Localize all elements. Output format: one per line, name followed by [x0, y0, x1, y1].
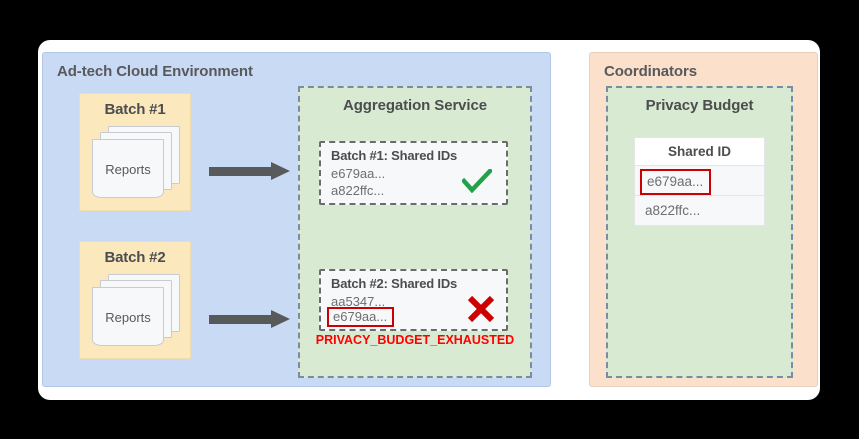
aggregation-service-box: Aggregation Service Batch #1: Shared IDs…: [298, 86, 532, 378]
arrow-shaft: [209, 167, 273, 176]
privacy-budget-table: Shared ID e679aa... a822ffc...: [634, 137, 765, 226]
batch-2-reports-stack: Reports: [92, 274, 180, 346]
diagram-card: Ad-tech Cloud Environment Batch #1 Repor…: [38, 40, 820, 400]
check-icon: [462, 169, 492, 193]
shared-id-value: a822ffc...: [331, 183, 385, 198]
ad-tech-panel-title: Ad-tech Cloud Environment: [57, 63, 253, 80]
x-icon: [467, 295, 495, 323]
arrow-head: [271, 310, 290, 328]
aggregation-batch-2-result: Batch #2: Shared IDs aa5347... e679aa...: [319, 269, 508, 331]
shared-id-value-flagged: e679aa...: [327, 307, 395, 327]
arrow-head: [271, 162, 290, 180]
table-header-shared-id: Shared ID: [635, 138, 764, 166]
batch-1-source-box: Batch #1 Reports: [79, 93, 191, 211]
table-row: a822ffc...: [635, 196, 764, 225]
arrow-shaft: [209, 315, 273, 324]
shared-id-value: aa5347...: [331, 294, 386, 309]
table-row: e679aa...: [635, 166, 764, 196]
privacy-budget-title: Privacy Budget: [645, 97, 754, 114]
batch-1-reports-label: Reports: [105, 162, 151, 177]
aggregation-batch-1-result: Batch #1: Shared IDs e679aa... a822ffc..…: [319, 141, 508, 205]
batch-2-reports-label: Reports: [105, 310, 151, 325]
shared-id-value-flagged: e679aa...: [640, 169, 712, 195]
batch-1-label: Batch #1: [104, 101, 166, 118]
ad-tech-cloud-environment-panel: Ad-tech Cloud Environment Batch #1 Repor…: [42, 52, 551, 387]
coordinators-panel-title: Coordinators: [604, 63, 697, 80]
document-icon: Reports: [92, 287, 164, 346]
batch-2-source-box: Batch #2 Reports: [79, 241, 191, 359]
aggregation-batch-1-title: Batch #1: Shared IDs: [331, 148, 458, 163]
arrow-batch-2-to-aggregation-icon: [209, 310, 290, 328]
aggregation-batch-2-title: Batch #2: Shared IDs: [331, 276, 458, 291]
document-icon: Reports: [92, 139, 164, 198]
privacy-budget-error-text: PRIVACY_BUDGET_EXHAUSTED: [315, 333, 515, 347]
batch-2-label: Batch #2: [104, 249, 166, 266]
batch-1-reports-stack: Reports: [92, 126, 180, 198]
privacy-budget-box: Privacy Budget Shared ID e679aa... a822f…: [606, 86, 793, 378]
aggregation-service-title: Aggregation Service: [343, 97, 487, 114]
coordinators-panel: Coordinators Privacy Budget Shared ID e6…: [589, 52, 818, 387]
shared-id-value: e679aa...: [331, 166, 386, 181]
arrow-batch-1-to-aggregation-icon: [209, 162, 290, 180]
